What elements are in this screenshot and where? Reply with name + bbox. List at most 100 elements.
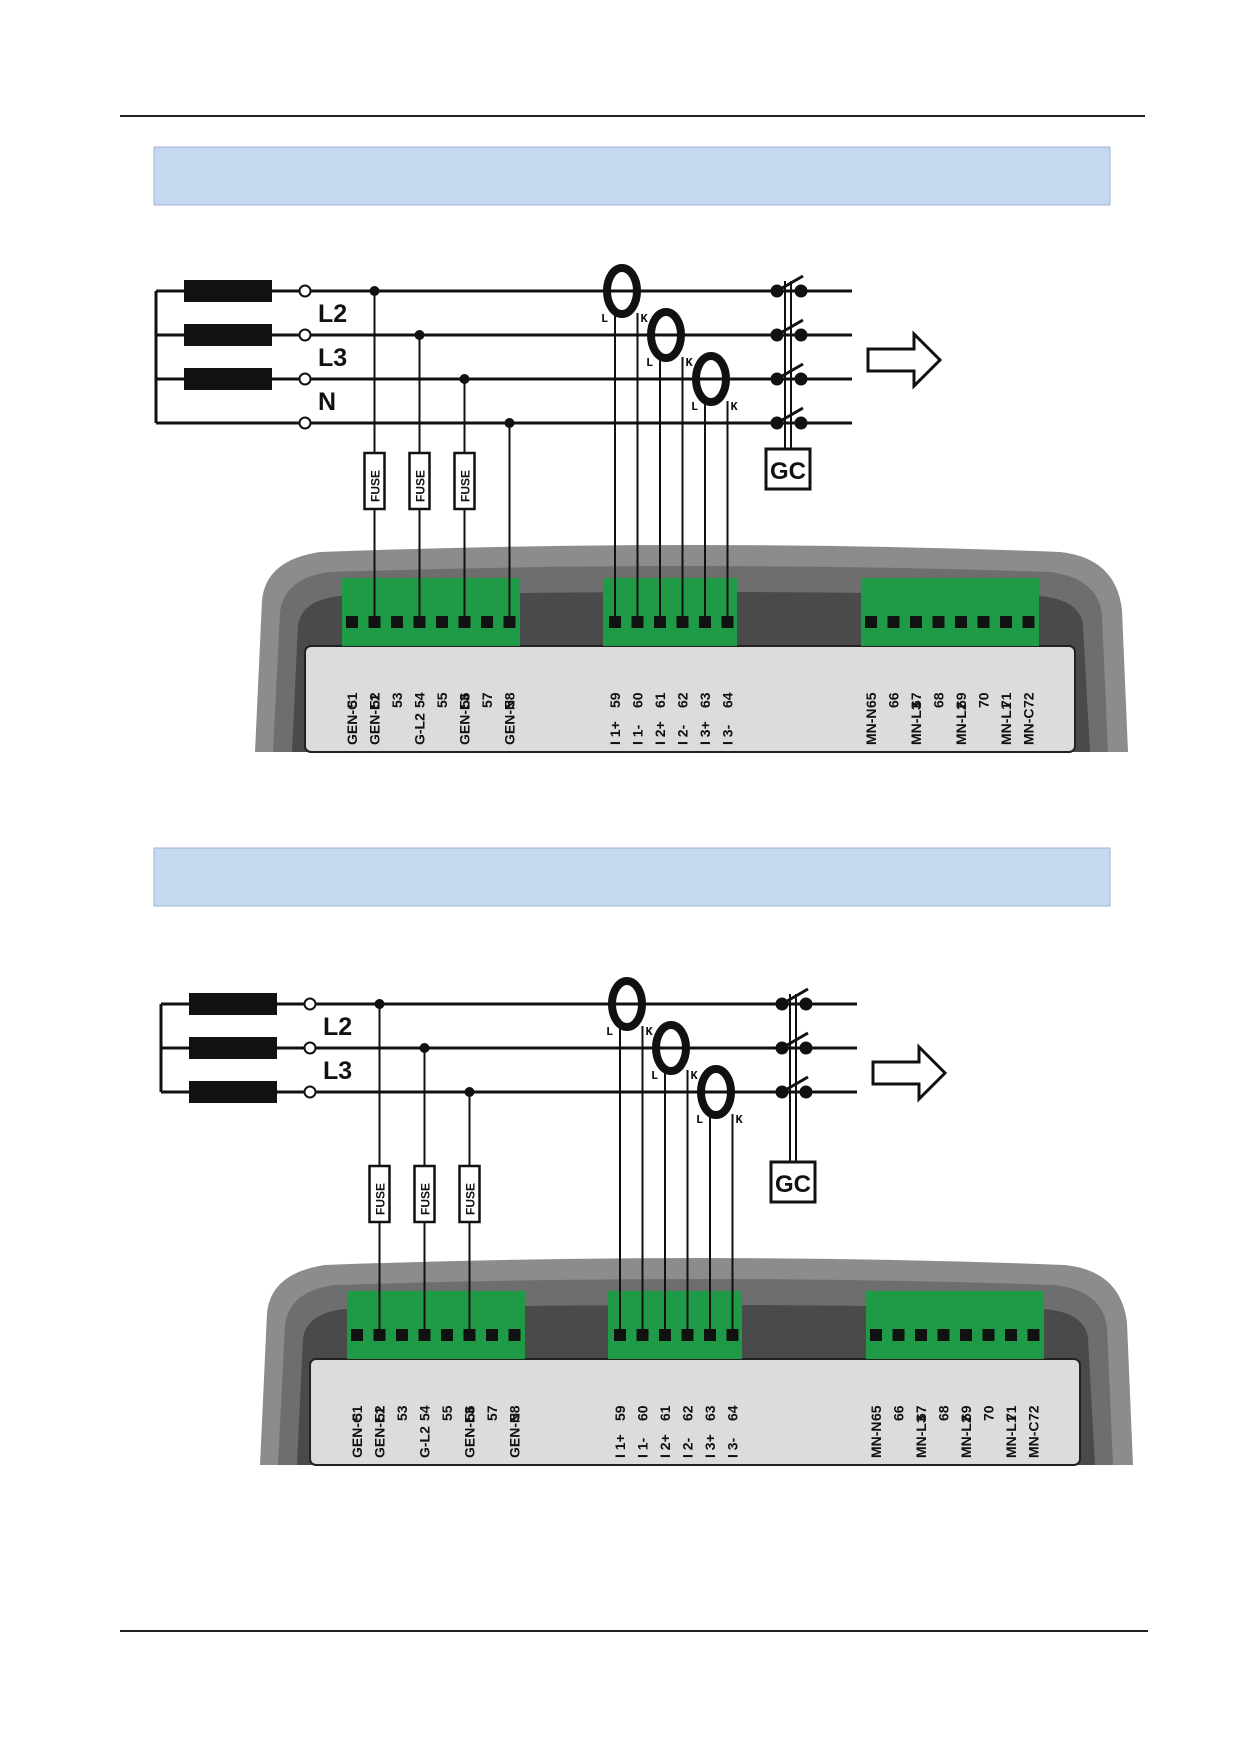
generator-winding	[189, 1081, 277, 1103]
terminal-name: I 1+	[607, 721, 623, 745]
terminal-name: GEN-L1	[372, 1406, 388, 1458]
terminal-pin	[436, 616, 448, 628]
contactor-label: GC	[775, 1171, 811, 1198]
terminal-number: 61	[657, 1405, 673, 1421]
section-banner-2	[153, 847, 1111, 907]
terminal-pin	[915, 1329, 927, 1341]
generator-winding	[184, 324, 272, 346]
ct-terminal-k: K	[736, 1113, 744, 1127]
fuse-label: FUSE	[414, 470, 428, 502]
line-terminal	[298, 416, 312, 430]
terminal-pin	[441, 1329, 453, 1341]
terminal-number: 69	[958, 1405, 974, 1421]
terminal-number: 58	[507, 1405, 523, 1421]
line-terminal	[303, 1041, 317, 1055]
terminal-block	[347, 1291, 525, 1359]
terminal-name: MN-L1	[1003, 1415, 1019, 1458]
terminal-number: 57	[484, 1405, 500, 1421]
terminal-number: 68	[931, 692, 947, 708]
generator-winding	[184, 368, 272, 390]
terminal-number: 56	[462, 1405, 478, 1421]
terminal-block	[866, 1291, 1044, 1359]
fuse-label: FUSE	[464, 1183, 478, 1215]
fuse-label: FUSE	[369, 470, 383, 502]
terminal-number: 51	[344, 692, 360, 708]
terminal-pin	[396, 1329, 408, 1341]
ct-terminal-k: K	[641, 312, 649, 326]
terminal-number: 71	[998, 692, 1014, 708]
terminal-pin	[910, 616, 922, 628]
terminal-pin	[1005, 1329, 1017, 1341]
terminal-name: I 1+	[612, 1434, 628, 1458]
terminal-number: 68	[936, 1405, 952, 1421]
terminal-number: 66	[886, 692, 902, 708]
terminal-number: 63	[697, 692, 713, 708]
terminal-name: I 2-	[675, 724, 691, 745]
terminal-number: 60	[630, 692, 646, 708]
terminal-pin	[351, 1329, 363, 1341]
contactor-coil-box	[764, 447, 812, 491]
terminal-number: 64	[720, 692, 736, 708]
terminal-name: I 3-	[725, 1437, 741, 1458]
wire-junction	[459, 374, 470, 384]
ct-terminal-k: K	[691, 1069, 699, 1083]
terminal-number: 69	[953, 692, 969, 708]
wire-junction	[419, 1043, 430, 1053]
contactor-coil-box	[769, 1160, 817, 1204]
terminal-number: 70	[981, 1405, 997, 1421]
ct-terminal-l: L	[606, 1025, 613, 1039]
terminal-pin	[982, 1329, 995, 1341]
terminal-name: I 2+	[652, 721, 668, 745]
line-terminal	[298, 372, 312, 386]
terminal-number: 66	[891, 1405, 907, 1421]
fuse	[408, 451, 431, 511]
current-transformer	[697, 1065, 735, 1119]
load-arrow	[866, 330, 943, 390]
terminal-number: 55	[439, 1405, 455, 1421]
terminal-number: 56	[457, 692, 473, 708]
terminal-number: 63	[702, 1405, 718, 1421]
load-arrow	[871, 1043, 948, 1103]
terminal-block	[342, 578, 520, 646]
ct-terminal-l: L	[691, 400, 698, 414]
fuse	[453, 451, 476, 511]
current-transformer	[608, 977, 646, 1031]
terminal-number: 55	[434, 692, 450, 708]
phase-label: L2	[318, 300, 347, 328]
terminal-pin	[887, 616, 900, 628]
terminal-name: I 3-	[720, 724, 736, 745]
ct-terminal-l: L	[601, 312, 608, 326]
contactor-contact	[794, 372, 808, 386]
terminal-number: 59	[607, 692, 623, 708]
terminal-pin	[960, 1329, 972, 1341]
terminal-number: 58	[502, 692, 518, 708]
generator-winding	[184, 280, 272, 302]
terminal-number: 59	[612, 1405, 628, 1421]
terminal-name: I 2+	[657, 1434, 673, 1458]
fuse-label: FUSE	[419, 1183, 433, 1215]
phase-label: L3	[323, 1057, 352, 1085]
terminal-number: 62	[675, 692, 691, 708]
terminal-name: MN-C	[1026, 1421, 1042, 1458]
terminal-number: 65	[863, 692, 879, 708]
terminal-number: 52	[372, 1405, 388, 1421]
contactor-contact	[794, 328, 808, 342]
ct-terminal-l: L	[651, 1069, 658, 1083]
terminal-number: 57	[479, 692, 495, 708]
ct-terminal-k: K	[686, 356, 694, 370]
wire-junction	[504, 418, 515, 428]
terminal-pin	[865, 616, 877, 628]
terminal-pin	[1000, 616, 1012, 628]
fuse	[368, 1164, 391, 1224]
terminal-name: MN-L3	[908, 702, 924, 745]
fuse	[413, 1164, 436, 1224]
contactor-contact	[799, 1041, 813, 1055]
phase-label: L2	[323, 1013, 352, 1041]
terminal-number: 61	[652, 692, 668, 708]
terminal-name: MN-L2	[953, 702, 969, 745]
terminal-number: 54	[412, 692, 428, 708]
current-transformer	[647, 308, 685, 362]
terminal-number: 72	[1021, 692, 1037, 708]
